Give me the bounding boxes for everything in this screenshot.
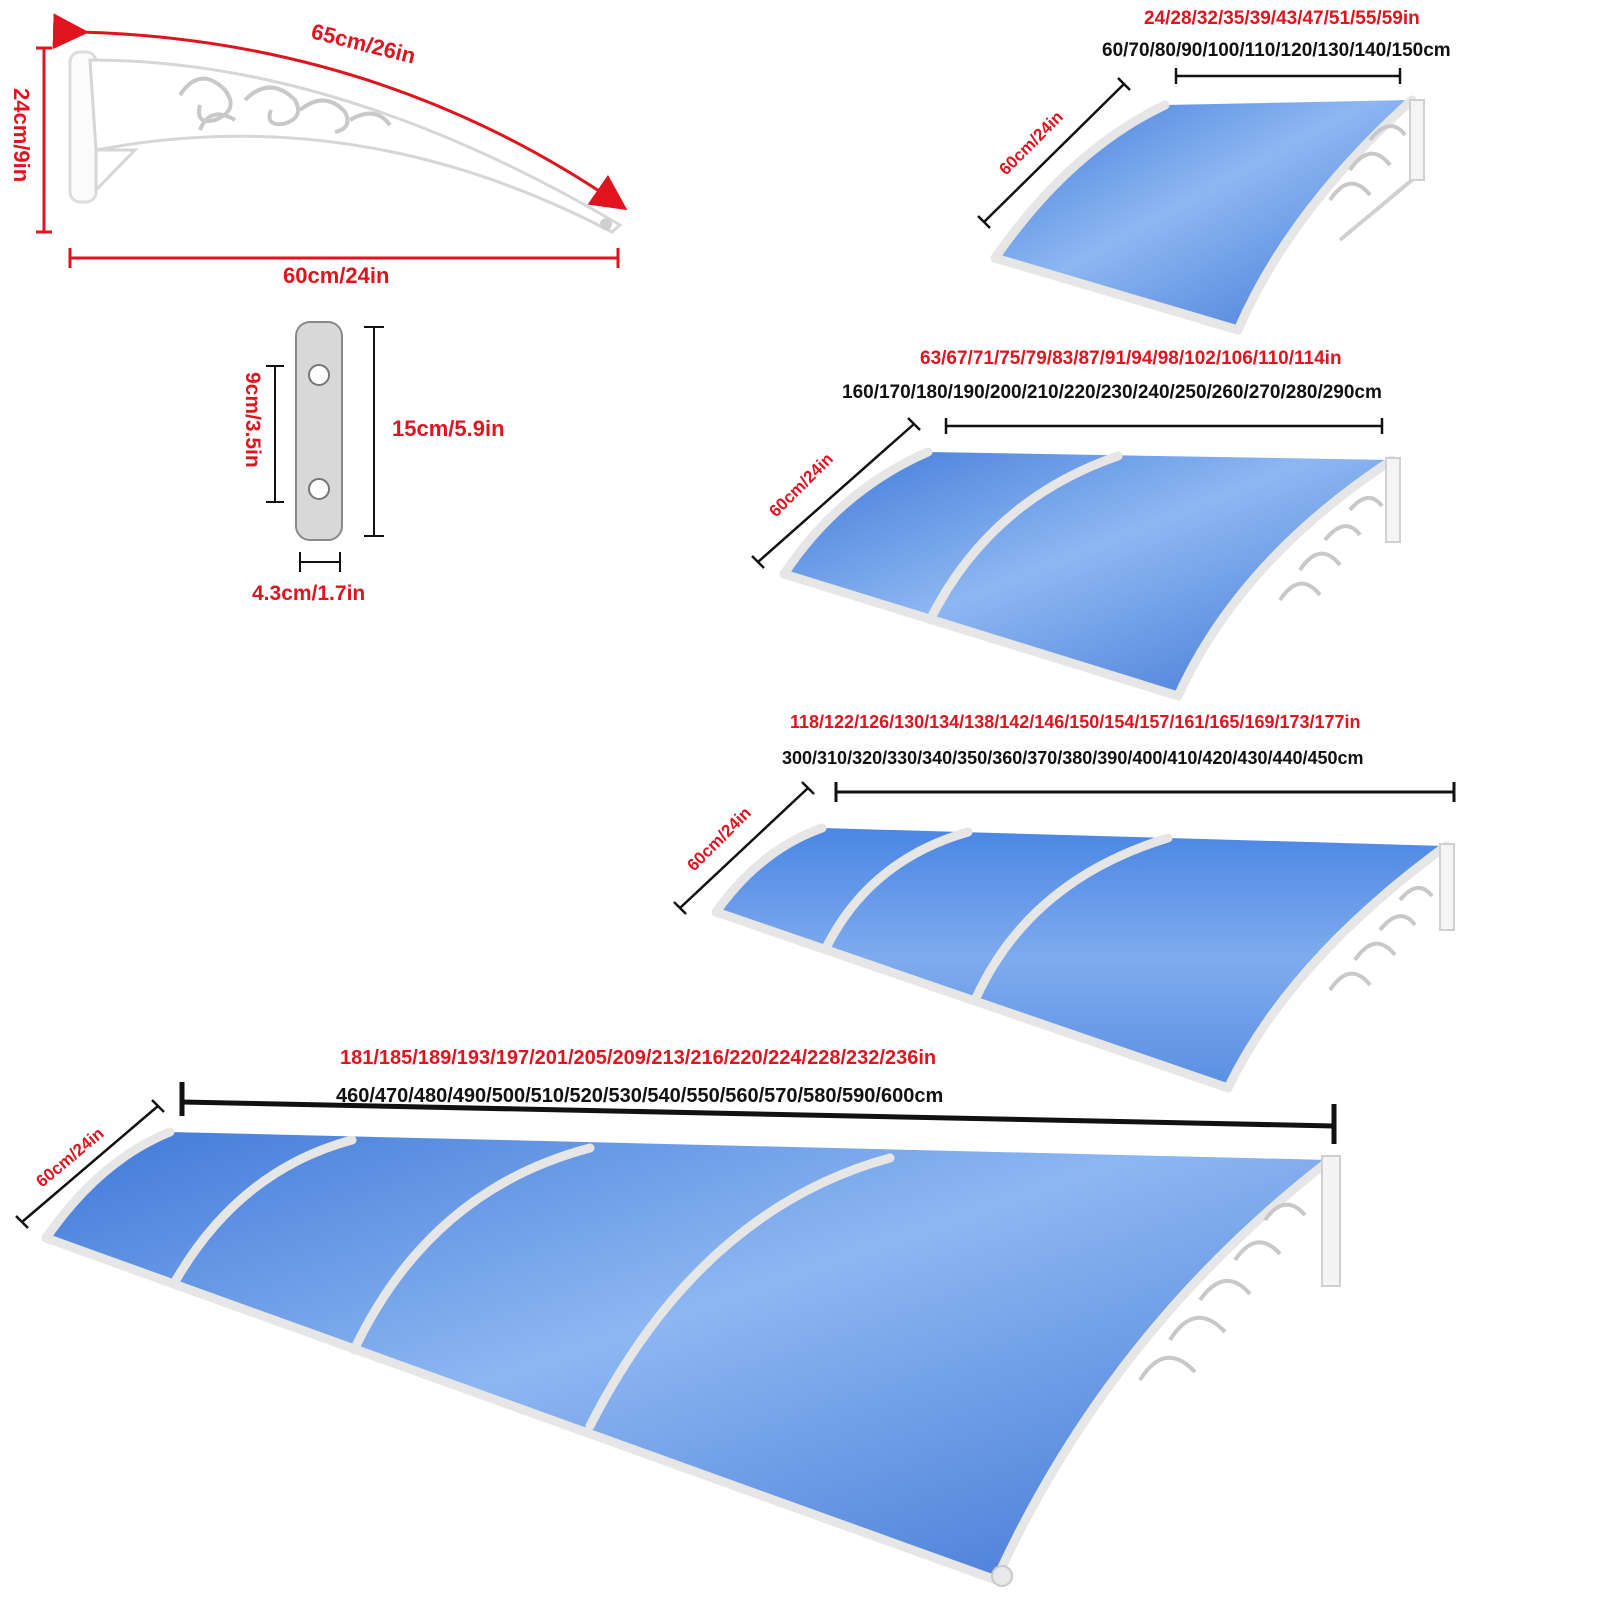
canopy-1-width-dimension bbox=[1174, 68, 1402, 84]
canopy-1-cm-sizes: 60/70/80/90/100/110/120/130/140/150cm bbox=[1102, 40, 1451, 61]
plate-length-dimension bbox=[364, 326, 384, 537]
hole-spacing-dimension bbox=[266, 365, 284, 503]
canopy-2-illustration bbox=[779, 447, 1401, 701]
plate-length-label: 15cm/5.9in bbox=[392, 416, 505, 441]
canopy-4-inch-sizes: 181/185/189/193/197/201/205/209/213/216/… bbox=[340, 1047, 936, 1069]
canopy-size-group-3: 118/122/126/130/134/138/142/146/150/154/… bbox=[673, 712, 1456, 1093]
canopy-3-inch-sizes: 118/122/126/130/134/138/142/146/150/154/… bbox=[790, 712, 1361, 732]
bracket-diagram: 65cm/26in 24cm/9in 60cm/24in bbox=[9, 13, 628, 288]
canopy-4-depth-dimension bbox=[15, 1099, 165, 1229]
mounting-plate bbox=[295, 321, 343, 541]
arc-length-label: 65cm/26in bbox=[309, 19, 418, 69]
canopy-2-depth-label: 60cm/24in bbox=[765, 449, 837, 521]
plate-width-dimension bbox=[299, 552, 341, 572]
canopy-4-cm-sizes: 460/470/480/490/500/510/520/530/540/550/… bbox=[336, 1085, 943, 1107]
mounting-plate-diagram: 9cm/3.5in 15cm/5.9in 4.3cm/1.7in bbox=[241, 321, 505, 605]
height-dimension-line bbox=[36, 46, 52, 234]
canopy-size-group-2: 63/67/71/75/79/83/87/91/94/98/102/106/11… bbox=[751, 348, 1401, 701]
canopy-3-illustration bbox=[711, 823, 1455, 1093]
arc-dimension-line bbox=[52, 13, 628, 211]
canopy-2-depth-dimension bbox=[751, 417, 921, 569]
canopy-3-depth-dimension bbox=[673, 781, 815, 915]
canopy-2-width-dimension bbox=[944, 418, 1384, 434]
canopy-2-inch-sizes: 63/67/71/75/79/83/87/91/94/98/102/106/11… bbox=[920, 348, 1342, 369]
canopy-3-depth-label: 60cm/24in bbox=[683, 803, 755, 875]
height-label: 24cm/9in bbox=[9, 88, 34, 182]
canopy-size-group-4: 181/185/189/193/197/201/205/209/213/216/… bbox=[15, 1047, 1341, 1587]
depth-label: 60cm/24in bbox=[283, 263, 389, 288]
plate-hole-top bbox=[308, 364, 330, 386]
bracket-illustration bbox=[68, 50, 623, 234]
canopy-1-illustration bbox=[990, 95, 1425, 335]
plate-hole-bottom bbox=[308, 478, 330, 500]
depth-dimension-line bbox=[68, 248, 620, 268]
canopy-4-illustration bbox=[41, 1127, 1341, 1587]
canopy-size-group-1: 24/28/32/35/39/43/47/51/55/59in 60/70/80… bbox=[977, 8, 1451, 335]
canopy-1-inch-sizes: 24/28/32/35/39/43/47/51/55/59in bbox=[1144, 8, 1420, 29]
plate-width-label: 4.3cm/1.7in bbox=[252, 582, 365, 605]
canopy-1-depth-dimension bbox=[977, 77, 1131, 229]
canopy-4-width-dimension bbox=[179, 1082, 1337, 1144]
canopy-3-cm-sizes: 300/310/320/330/340/350/360/370/380/390/… bbox=[782, 748, 1364, 768]
hole-spacing-label: 9cm/3.5in bbox=[241, 372, 264, 468]
canopy-2-cm-sizes: 160/170/180/190/200/210/220/230/240/250/… bbox=[842, 382, 1382, 403]
canopy-1-depth-label: 60cm/24in bbox=[995, 107, 1067, 179]
canopy-3-width-dimension bbox=[834, 782, 1456, 802]
